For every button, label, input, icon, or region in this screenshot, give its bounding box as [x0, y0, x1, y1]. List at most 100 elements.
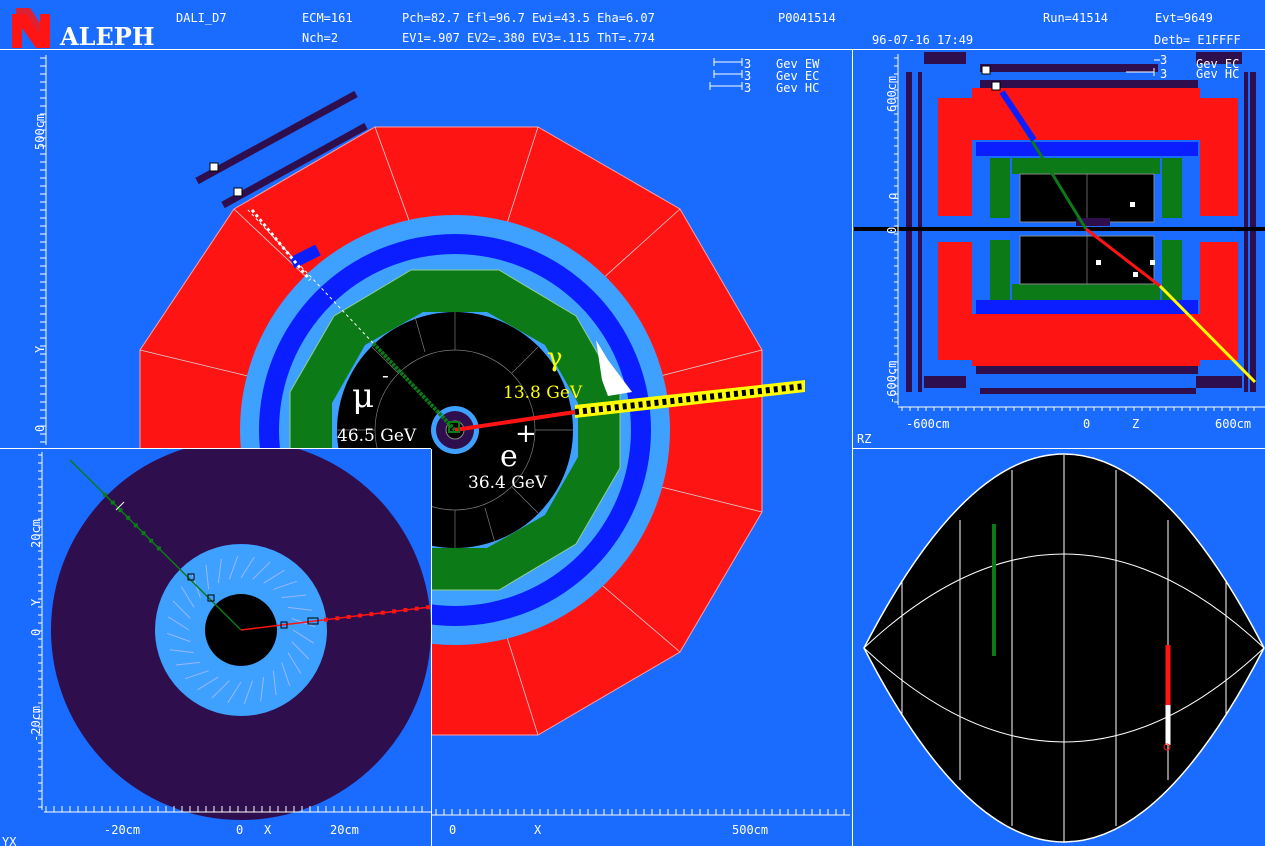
- y-tick-500: 500cm: [33, 114, 47, 150]
- zoom-y-tick-0: 0: [29, 629, 43, 636]
- logo-text: ALEPH: [59, 22, 155, 51]
- rz-hcal: [938, 88, 1238, 366]
- zoom-y-label: Y: [29, 598, 43, 606]
- rz-muon-chambers: [906, 52, 1256, 394]
- itc-wire: [180, 586, 195, 608]
- itc-wire: [291, 641, 310, 660]
- electron-hit: [358, 613, 363, 618]
- rz-x-tick-m600: -600cm: [906, 417, 949, 431]
- file-code: P0041514: [778, 11, 836, 25]
- muon-hit: [126, 515, 131, 520]
- zoom-y-tick-20: 20cm: [29, 519, 43, 548]
- zoom-yx-view: 20cm Y 0 -20cm -20cm 0 X 20cm YX: [0, 449, 431, 846]
- muon-hit: [133, 523, 138, 528]
- electron-hit: [335, 616, 340, 621]
- rz-z-label: Z: [1132, 417, 1139, 431]
- itc-wire: [169, 649, 195, 654]
- zoom-x-tick-m20: -20cm: [104, 823, 140, 837]
- x-axis-label: X: [534, 823, 542, 837]
- itc-wire: [281, 662, 291, 686]
- itc-wire: [228, 555, 239, 580]
- nch-value: Nch=2: [302, 31, 338, 45]
- legend-ec-num: 3: [744, 69, 751, 83]
- muon-hit: [141, 531, 146, 536]
- muon-charge: -: [382, 363, 389, 387]
- rz-photon: [1158, 284, 1257, 384]
- electron-hit: [392, 609, 397, 614]
- muon-chambers: [195, 90, 368, 209]
- itc-wire: [260, 676, 265, 702]
- rz-rho-label: ρ: [885, 193, 899, 200]
- itc-wire: [272, 670, 277, 696]
- zoom-view-label: YX: [2, 835, 17, 846]
- electron-charge: +: [515, 419, 537, 449]
- rz-y-tick-600: 600cm: [885, 76, 899, 112]
- rz-view-label: RZ: [857, 432, 871, 446]
- itc-wire: [175, 661, 201, 666]
- itc-wire: [263, 569, 285, 584]
- legend-hc-label: Gev HC: [776, 81, 819, 95]
- itc-wire: [217, 558, 222, 584]
- energy-legend: 3 Gev EW 3 Gev EC 3 Gev HC: [709, 57, 820, 95]
- detector-status: Detb= E1FFFF: [1154, 33, 1241, 47]
- itc-wire: [205, 564, 210, 590]
- zoom-x-tick-20: 20cm: [330, 823, 359, 837]
- legend-ec-label: Gev EC: [776, 69, 819, 83]
- itc-wire: [287, 652, 302, 674]
- electron-hit: [426, 605, 431, 610]
- rz-x-tick-600: 600cm: [1215, 417, 1251, 431]
- itc-wire: [273, 580, 297, 590]
- ecal-energy-histogram: [596, 340, 632, 396]
- header-bar: ALEPH DALI_D7 ECM=161 Nch=2 Pch=82.7 Efl…: [0, 0, 1265, 51]
- x-tick-500: 500cm: [732, 823, 768, 837]
- rz-legend-hc-label: Gev HC: [1196, 67, 1239, 81]
- electron-label: e: [500, 439, 518, 474]
- zoom-x-tick-0: 0: [236, 823, 243, 837]
- gamma-energy: 13.8 GeV: [503, 383, 583, 403]
- y-tick-0: 0: [33, 425, 47, 432]
- itc-wire: [227, 681, 242, 704]
- eigenvalue-row: EV1=.907 EV2=.380 EV3=.115 ThT=.774: [402, 31, 655, 45]
- muon-hit: [103, 492, 108, 497]
- itc-wire: [252, 561, 271, 580]
- electron-hit: [380, 610, 385, 615]
- muon-track: [247, 209, 457, 432]
- rz-y-tick-0: 0: [885, 227, 899, 234]
- rz-legend-hc-num: 3: [1160, 67, 1167, 81]
- rz-legend-ec-num: 3: [1160, 53, 1167, 67]
- itc-wire: [240, 556, 255, 579]
- projection-view: [854, 449, 1265, 846]
- itc-wire: [292, 629, 315, 644]
- event-number: Evt=9649: [1155, 11, 1213, 25]
- muon-hit: [118, 508, 123, 513]
- main-y-axis: 500cm Y 0: [33, 55, 47, 445]
- zoom-x-label: X: [264, 823, 272, 837]
- itc-wire: [211, 680, 230, 699]
- itc-wire: [281, 594, 307, 599]
- aleph-logo-icon: [12, 8, 50, 48]
- electron-hit: [414, 606, 419, 611]
- itc-wire: [197, 676, 219, 691]
- legend-hc-num: 3: [744, 81, 751, 95]
- zoom-muon-track: [69, 459, 242, 631]
- zoom-y-tick-m20: -20cm: [29, 706, 43, 742]
- legend-ew-num: 3: [744, 57, 751, 71]
- muon-hit: [110, 500, 115, 505]
- itc-wire: [243, 680, 254, 705]
- muon-hit: [149, 538, 154, 543]
- muon-label: μ: [352, 376, 374, 416]
- electron-hit: [324, 617, 329, 622]
- gamma-label: γ: [547, 343, 563, 373]
- energy-row: Pch=82.7 Efl=96.7 Ewi=43.5 Eha=6.07: [402, 11, 655, 25]
- run-number: Run=41514: [1043, 11, 1108, 25]
- electron-energy: 36.4 GeV: [468, 473, 548, 493]
- vertex-marker: [448, 421, 460, 433]
- rz-y-tick-m600: -600cm: [885, 361, 899, 404]
- rz-electron-track: [1085, 227, 1161, 288]
- itc-wire: [185, 670, 209, 680]
- y-axis-label: Y: [33, 345, 47, 353]
- muon-hit: [156, 546, 161, 551]
- legend-ew-label: Gev EW: [776, 57, 820, 71]
